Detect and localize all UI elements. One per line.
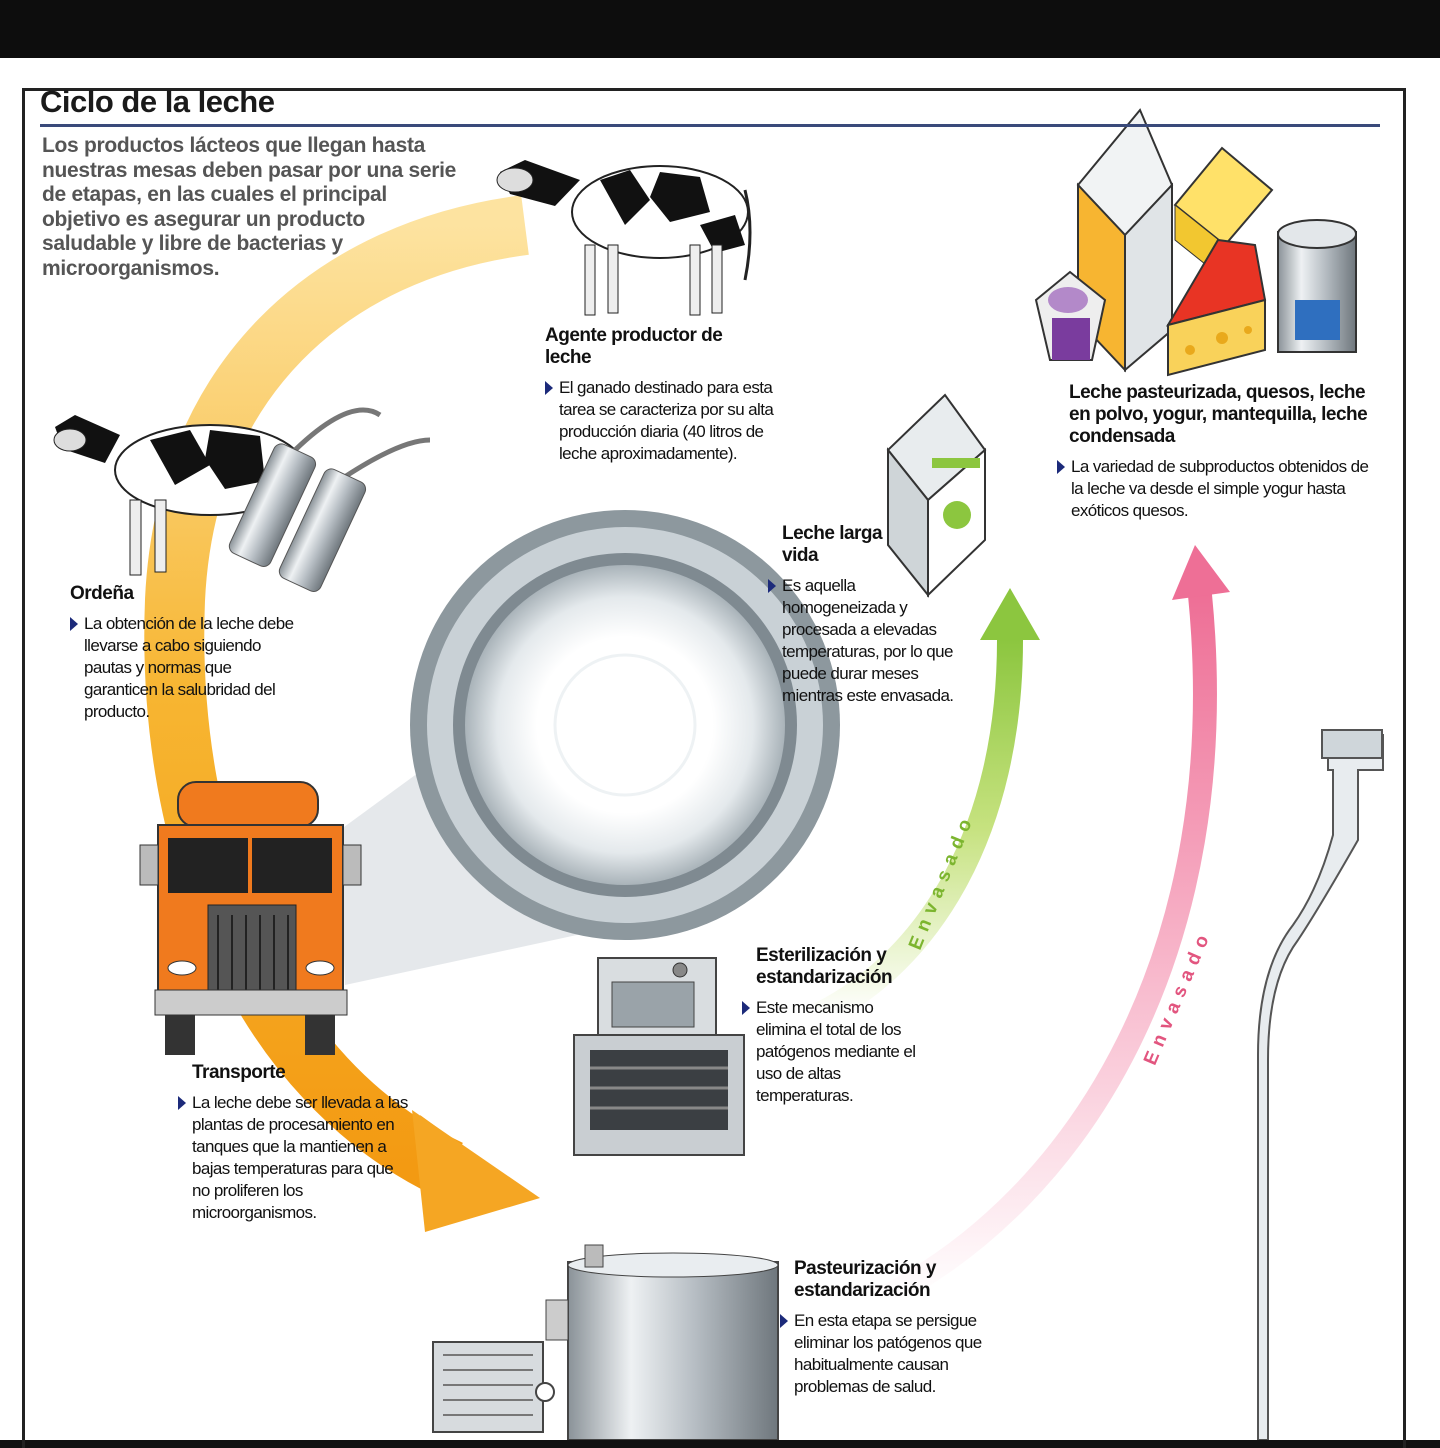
stage-larga-vida: Leche larga vida Es aquella homogeneizad…	[768, 523, 963, 707]
cow-icon	[496, 160, 752, 316]
stage-agente-body: El ganado destinado para esta tarea se c…	[545, 377, 795, 465]
stage-esterilizacion: Esterilización y estandarización Este me…	[742, 945, 927, 1107]
stage-larga-vida-body: Es aquella homogeneizada y procesada a e…	[768, 575, 963, 707]
stage-subproductos-heading: Leche pasteurizada, quesos, leche en pol…	[1069, 382, 1368, 447]
intro-paragraph: Los productos lácteos que llegan hasta n…	[42, 134, 457, 280]
stage-pasteurizacion: Pasteurización y estandarización En esta…	[780, 1258, 990, 1398]
milk-bottle-icon	[1257, 729, 1384, 1440]
pasteurizer-tank-icon	[432, 1244, 779, 1440]
stage-ordena: Ordeña La obtención de la leche debe lle…	[70, 583, 300, 723]
infographic-frame	[22, 88, 1406, 1448]
stage-ordena-body: La obtención de la leche debe llevarse a…	[70, 613, 300, 723]
top-black-bar	[0, 0, 1440, 58]
stage-agente: Agente productor de leche El ganado dest…	[545, 325, 795, 465]
stage-pasteurizacion-heading: Pasteurización y estandarización	[794, 1258, 936, 1301]
stage-transporte-heading: Transporte	[192, 1062, 286, 1083]
milking-machine-icon	[228, 407, 431, 592]
stage-subproductos-body: La variedad de subproductos obtenidos de…	[1057, 456, 1382, 522]
stage-esterilizacion-heading: Esterilización y estandarización	[756, 945, 893, 988]
stage-pasteurizacion-body: En esta etapa se persigue eliminar los p…	[780, 1310, 990, 1398]
milk-carton-icon	[886, 393, 987, 598]
zoom-lens-icon	[340, 510, 840, 985]
stage-ordena-heading: Ordeña	[70, 583, 134, 604]
main-cycle-arrow	[144, 195, 540, 1232]
dairy-products-icon	[1034, 108, 1357, 377]
stage-esterilizacion-body: Este mecanismo elimina el total de los p…	[742, 997, 927, 1107]
stage-agente-heading: Agente productor de leche	[545, 325, 723, 368]
stage-transporte-body: La leche debe ser llevada a las plantas …	[178, 1092, 408, 1224]
sterilizer-machine-icon	[573, 957, 745, 1156]
green-envasado-arrow	[814, 588, 1040, 1027]
pink-envasado-arrow	[874, 545, 1230, 1311]
title-divider	[40, 124, 1380, 127]
stage-subproductos: Leche pasteurizada, quesos, leche en pol…	[1057, 382, 1382, 522]
truck-icon	[139, 781, 362, 1055]
stage-transporte: Transporte La leche debe ser llevada a l…	[178, 1062, 408, 1224]
stage-larga-vida-heading: Leche larga vida	[782, 523, 883, 566]
infographic-title: Ciclo de la leche	[40, 84, 275, 119]
